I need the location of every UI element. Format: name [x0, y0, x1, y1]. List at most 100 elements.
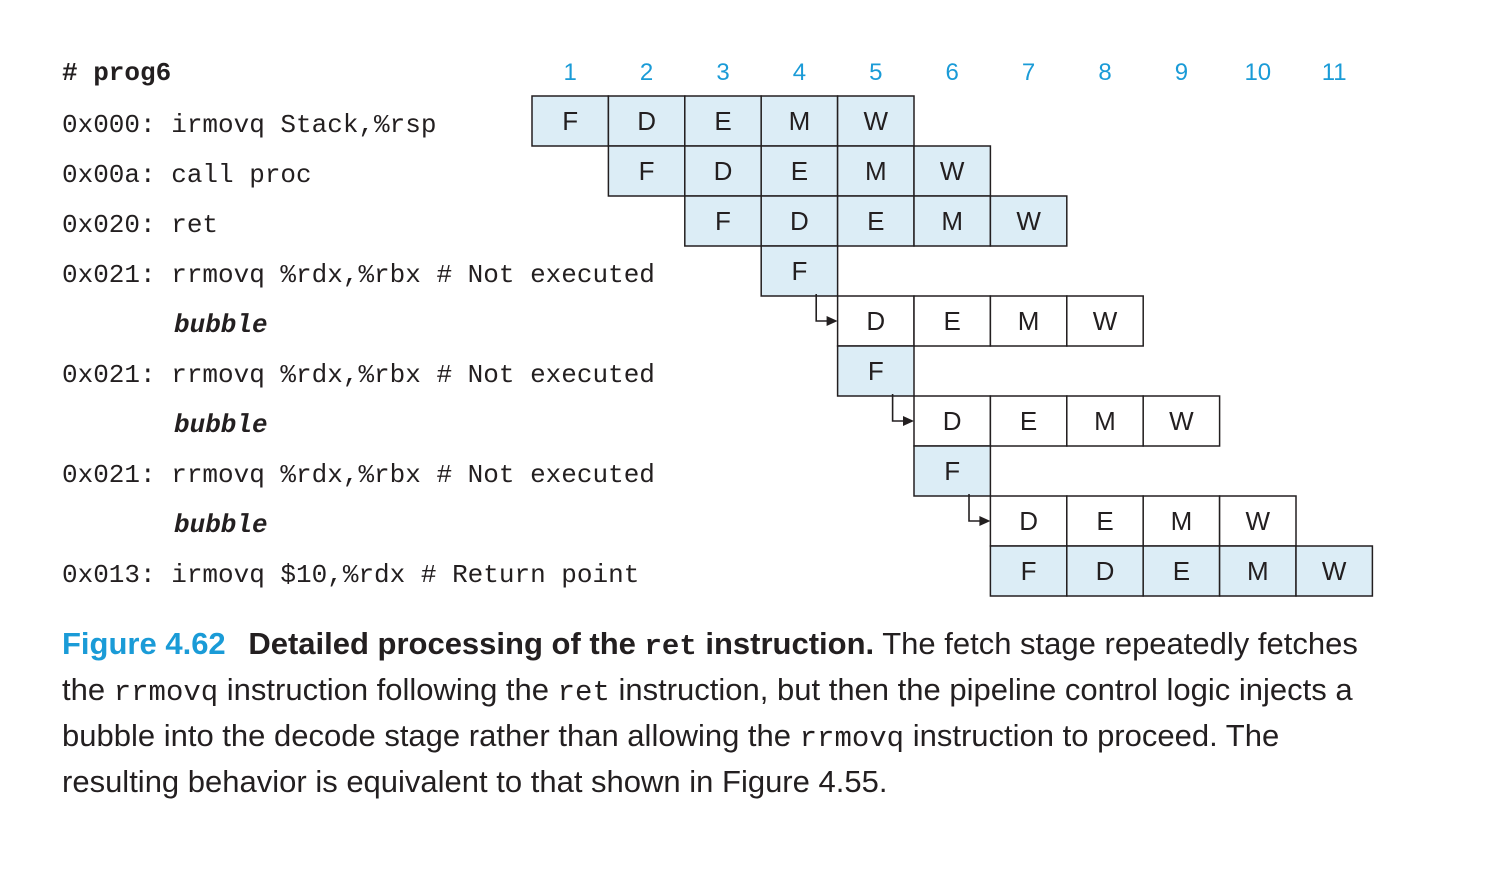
stall-arrow-line — [815, 294, 828, 322]
stage-cell — [989, 545, 1068, 597]
stage-cell — [836, 195, 915, 247]
cycle-number: 11 — [1322, 59, 1347, 86]
instruction-line: 0x000: irmovq Stack,%rsp — [62, 110, 436, 140]
instruction-line: 0x021: rrmovq %rdx,%rbx # Not executed — [62, 260, 655, 290]
stage-cell — [760, 145, 839, 197]
caption-body-1: The fetch stage repeatedly fetches the — [62, 626, 1358, 707]
stage-label: E — [791, 156, 808, 186]
stall-arrow-head — [903, 416, 914, 426]
stage-label: F — [1021, 556, 1037, 586]
figure-title: Detailed processing of the ret instructi… — [248, 626, 875, 663]
cycle-number: 6 — [946, 59, 959, 86]
stage-cell — [1142, 495, 1221, 547]
caption-body-2: instruction following the — [226, 672, 550, 707]
stage-cell — [836, 345, 915, 397]
figure-title-pre: Detailed processing of the — [248, 626, 636, 661]
caption-code-1: rrmovq — [113, 676, 219, 709]
stage-label: W — [1246, 506, 1271, 536]
stage-cell — [913, 195, 992, 247]
stage-label: D — [790, 206, 809, 236]
stage-cell — [913, 295, 992, 347]
cycle-numbers: 1 2 3 4 5 6 7 8 9 10 11 — [564, 59, 1347, 86]
cycle-number: 10 — [1244, 59, 1271, 86]
bubble-label: bubble — [174, 310, 268, 340]
instruction-line: 0x021: rrmovq %rdx,%rbx # Not executed — [62, 460, 655, 490]
cycle-number: 1 — [564, 59, 577, 86]
pipeline-diagram: # prog6 0x000: irmovq Stack,%rsp 0x00a: c… — [62, 58, 1374, 597]
instruction-line: 0x00a: call proc — [62, 160, 312, 190]
stage-label: F — [791, 256, 807, 286]
stall-arrow-line — [968, 494, 981, 522]
stage-label: E — [867, 206, 884, 236]
stage-cell — [1066, 295, 1144, 347]
stage-label: W — [1322, 556, 1347, 586]
stage-label: E — [1020, 406, 1037, 436]
figure-title-post: instruction. — [705, 626, 875, 661]
cycle-number: 4 — [793, 59, 806, 86]
stage-label: E — [1096, 506, 1113, 536]
stage-cell — [913, 445, 992, 497]
stall-arrow-head — [826, 316, 838, 326]
stage-cell — [989, 395, 1068, 447]
stage-label: F — [715, 206, 731, 236]
caption-body-4: instruction to proceed. The resulting be… — [62, 718, 1280, 799]
program-listing: 0x000: irmovq Stack,%rsp 0x00a: call proc… — [62, 110, 655, 590]
stage-cell — [1218, 495, 1297, 547]
stall-arrow-head — [979, 516, 991, 526]
stage-label: W — [1169, 406, 1194, 436]
caption-code-2: ret — [557, 676, 610, 709]
figure-number: Figure 4.62 — [62, 626, 226, 661]
stage-label: M — [1171, 506, 1193, 536]
stage-label: W — [940, 156, 965, 186]
stage-label: D — [1019, 506, 1038, 536]
stage-label: E — [944, 306, 961, 336]
stage-label: F — [868, 356, 884, 386]
stage-label: M — [789, 106, 811, 136]
stage-cell — [1066, 495, 1144, 547]
stage-label: M — [865, 156, 887, 186]
stage-label: E — [1173, 556, 1190, 586]
stage-cell — [1218, 545, 1297, 597]
instruction-line: 0x013: irmovq $10,%rdx # Return point — [62, 560, 639, 590]
stage-label: D — [943, 406, 962, 436]
program-header: # prog6 — [62, 58, 171, 88]
stall-arrows — [815, 294, 991, 526]
stage-cell — [913, 395, 992, 447]
caption-code-3: rrmovq — [799, 722, 905, 755]
stage-cell — [760, 245, 839, 297]
cycle-number: 5 — [869, 59, 882, 86]
stage-label: M — [1247, 556, 1269, 586]
stage-cell — [531, 95, 610, 147]
stage-label: E — [714, 106, 731, 136]
cycle-number: 9 — [1175, 59, 1188, 86]
stage-label: M — [941, 206, 963, 236]
stage-cell — [989, 195, 1068, 247]
stage-cell — [1295, 545, 1374, 597]
instruction-line: 0x020: ret — [62, 210, 218, 240]
cycle-number: 8 — [1098, 59, 1111, 86]
stage-cell — [989, 295, 1068, 347]
bubble-label: bubble — [174, 410, 268, 440]
stage-label: M — [1018, 306, 1040, 336]
cycle-number: 2 — [640, 59, 653, 86]
figure-caption: Figure 4.62 Detailed processing of the r… — [62, 622, 1392, 803]
stage-label: F — [639, 156, 655, 186]
stage-cell — [607, 95, 686, 147]
stage-label: F — [562, 106, 578, 136]
stage-label: D — [714, 156, 733, 186]
cycle-number: 7 — [1022, 59, 1035, 86]
stage-label: M — [1094, 406, 1116, 436]
cycle-number: 3 — [716, 59, 729, 86]
stage-cell — [607, 145, 686, 197]
stage-label: W — [1016, 206, 1041, 236]
stage-cell — [1142, 395, 1221, 447]
stage-label: F — [944, 456, 960, 486]
stage-cell — [913, 145, 992, 197]
stage-label: W — [1093, 306, 1118, 336]
stage-label: D — [866, 306, 885, 336]
caption-body-3: instruction, but then the pipeline contr… — [62, 672, 1353, 753]
stage-label: D — [1096, 556, 1115, 586]
stage-label: D — [637, 106, 656, 136]
figure-title-code: ret — [644, 630, 697, 663]
